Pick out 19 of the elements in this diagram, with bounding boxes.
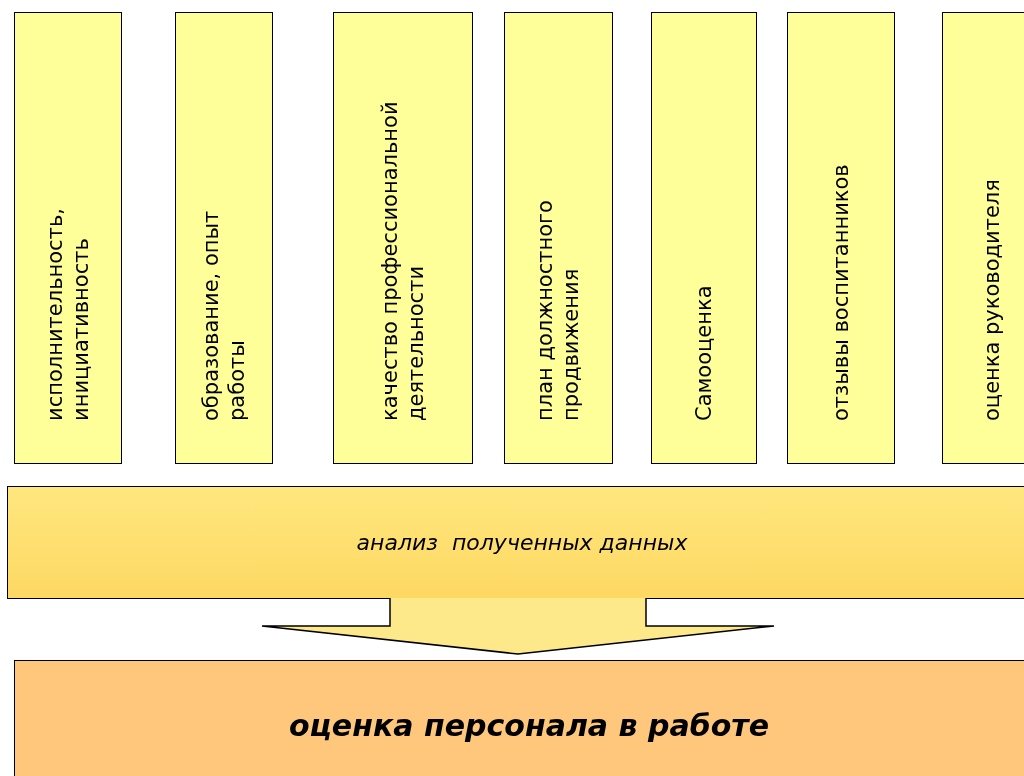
criterion-box: [504, 12, 613, 464]
criterion-box: [942, 12, 1024, 464]
analysis-label: анализ полученных данных: [356, 530, 688, 555]
criterion-label: исполнительность, инициативность: [41, 207, 94, 421]
criterion-box: [787, 12, 895, 464]
result-label: оценка персонала в работе: [289, 707, 769, 743]
criterion-label: качество профессиональной деятельности: [376, 101, 429, 421]
analysis-band: [7, 486, 1024, 599]
criterion-label: отзывы воспитанников: [827, 163, 854, 421]
criterion-box: [175, 12, 273, 464]
criterion-label: Самооценка: [690, 284, 717, 421]
criterion-label: оценка руководителя: [978, 178, 1005, 421]
criterion-label: план должностного продвижения: [532, 199, 584, 421]
criterion-box: [651, 12, 757, 464]
result-box: [14, 660, 1024, 776]
block-arrow: [261, 597, 775, 655]
criterion-box: [333, 12, 473, 464]
criterion-label: образование, опыт работы: [197, 209, 250, 421]
criterion-box: [14, 12, 122, 464]
